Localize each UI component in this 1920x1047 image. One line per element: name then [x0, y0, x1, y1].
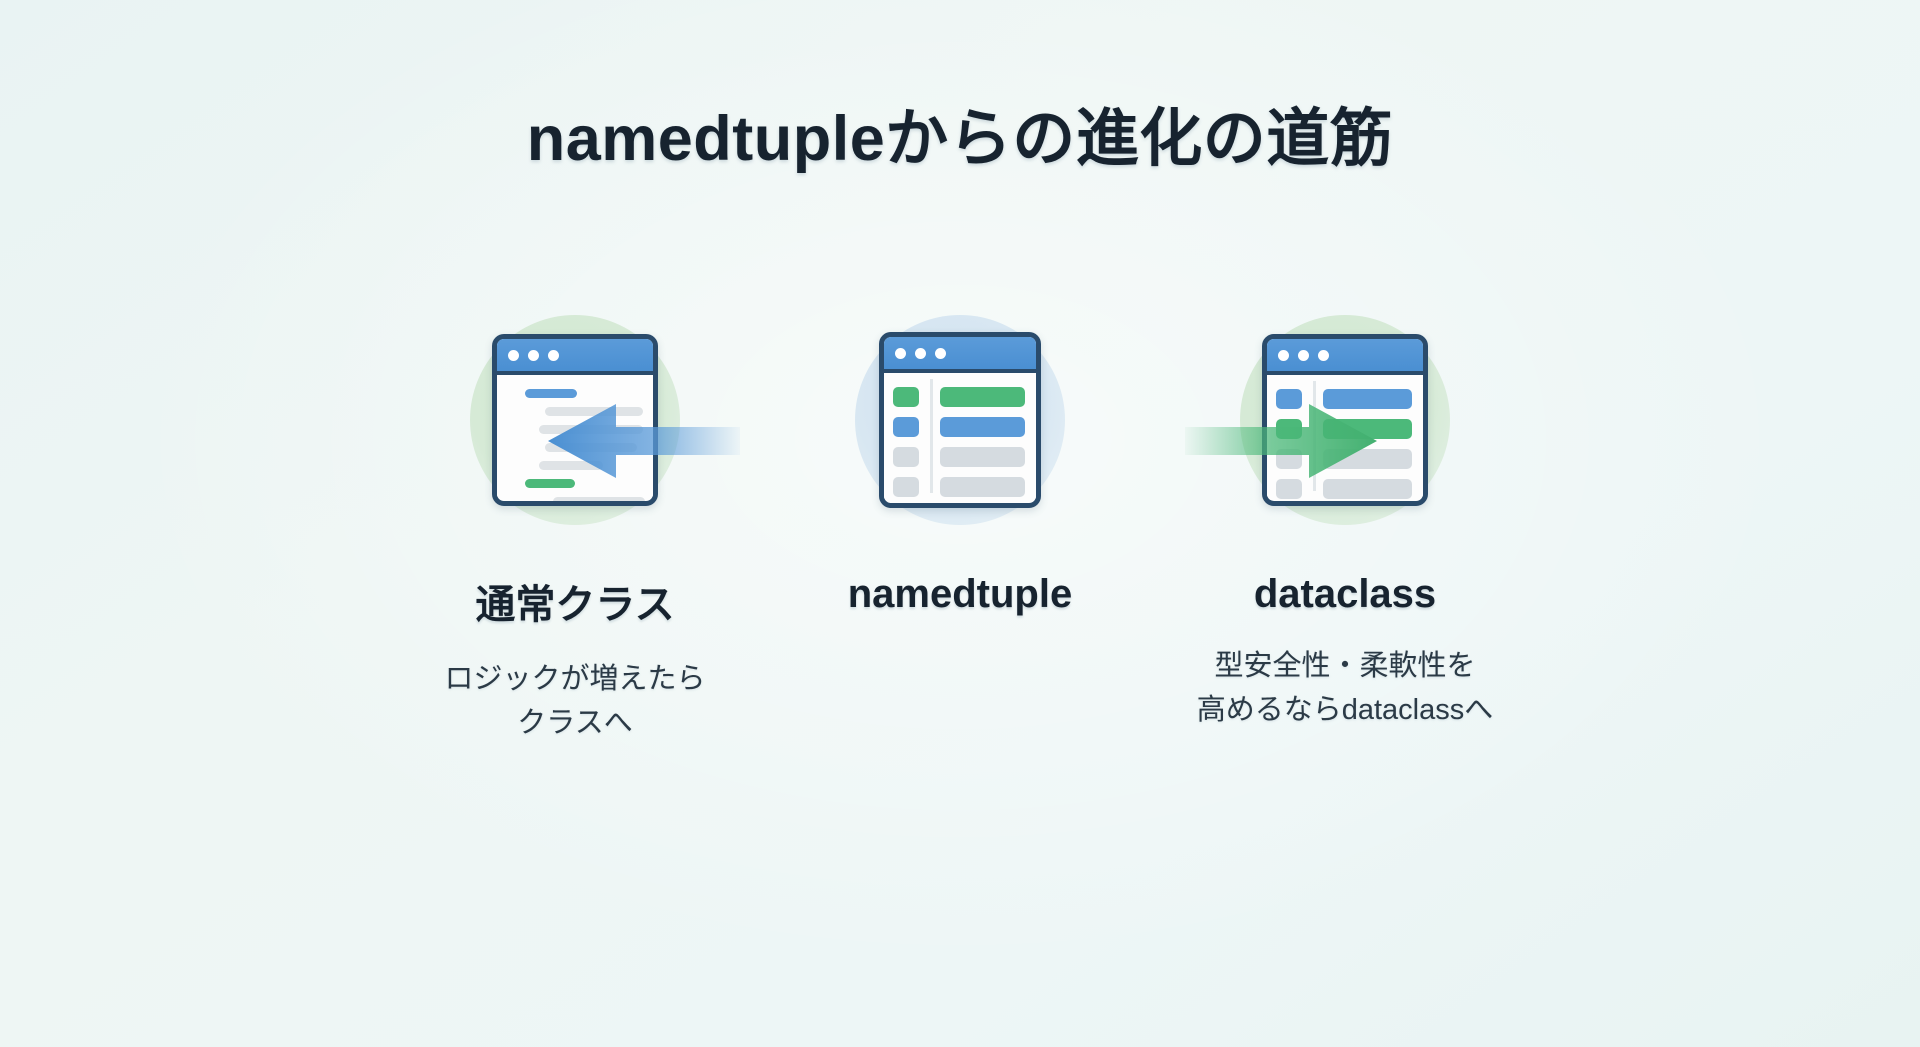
window-dot-icon — [1278, 349, 1289, 361]
dataclass-caption: 型安全性・柔軟性を 高めるならdataclassへ — [1197, 645, 1494, 732]
window-titlebar-mid — [884, 337, 1036, 373]
code-line — [553, 497, 645, 501]
row-chip — [893, 447, 919, 467]
row-bar — [1323, 389, 1412, 409]
table-row — [1276, 479, 1412, 499]
browser-window-table-icon-mid — [879, 332, 1041, 508]
caption-line-1: 型安全性・柔軟性を — [1214, 650, 1476, 682]
window-dot-icon — [548, 349, 559, 361]
window-dot-icon — [1298, 349, 1309, 361]
code-line — [539, 461, 603, 470]
comparison-columns: 通常クラス ロジックが増えたら クラスへ — [0, 300, 1920, 860]
column-namedtuple: namedtuple — [810, 300, 1110, 617]
browser-window-code-icon — [492, 334, 658, 506]
table-rows — [884, 373, 1036, 499]
table-row — [1276, 389, 1412, 409]
table-row — [893, 477, 1025, 497]
row-chip — [893, 387, 919, 407]
column-regular-class: 通常クラス ロジックが増えたら クラスへ — [360, 300, 790, 745]
dataclass-label: dataclass — [1253, 572, 1437, 616]
namedtuple-label: namedtuple — [847, 572, 1073, 616]
table-row — [893, 387, 1025, 407]
row-chip — [1276, 479, 1302, 499]
row-chip — [893, 477, 919, 497]
page-title: namedtupleからの進化の道筋 — [526, 104, 1394, 174]
code-line — [545, 407, 643, 416]
table-row — [893, 447, 1025, 467]
caption-line-2: クラスへ — [517, 706, 633, 739]
row-bar — [940, 387, 1025, 407]
row-chip — [1276, 389, 1302, 409]
window-divider — [930, 379, 933, 493]
row-bar — [940, 417, 1025, 437]
row-bar — [940, 477, 1025, 497]
arrow-right-icon — [1185, 404, 1377, 478]
window-body-mid — [884, 373, 1036, 499]
caption-line-1: ロジックが増えたら — [444, 663, 706, 695]
row-bar — [940, 447, 1025, 467]
row-bar — [1323, 479, 1412, 499]
window-titlebar-left — [497, 339, 653, 375]
window-dot-icon — [915, 347, 926, 359]
code-line — [525, 479, 575, 488]
window-titlebar-right — [1267, 339, 1423, 375]
arrow-left-icon — [548, 404, 740, 478]
window-dot-icon — [935, 347, 946, 359]
caption-line-2: 高めるならdataclassへ — [1196, 693, 1494, 726]
code-line — [525, 389, 577, 398]
window-dot-icon — [528, 349, 539, 361]
namedtuple-icon-wrap — [840, 300, 1080, 540]
row-chip — [893, 417, 919, 437]
table-row — [893, 417, 1025, 437]
regular-class-icon-wrap — [455, 300, 695, 540]
window-dot-icon — [508, 349, 519, 361]
regular-class-label: 通常クラス — [475, 583, 675, 627]
window-dot-icon — [1318, 349, 1329, 361]
regular-class-caption: ロジックが増えたら クラスへ — [444, 658, 705, 745]
column-dataclass: dataclass 型安全性・柔軟性を 高めるならdataclassへ — [1130, 300, 1560, 732]
window-dot-icon — [895, 347, 906, 359]
